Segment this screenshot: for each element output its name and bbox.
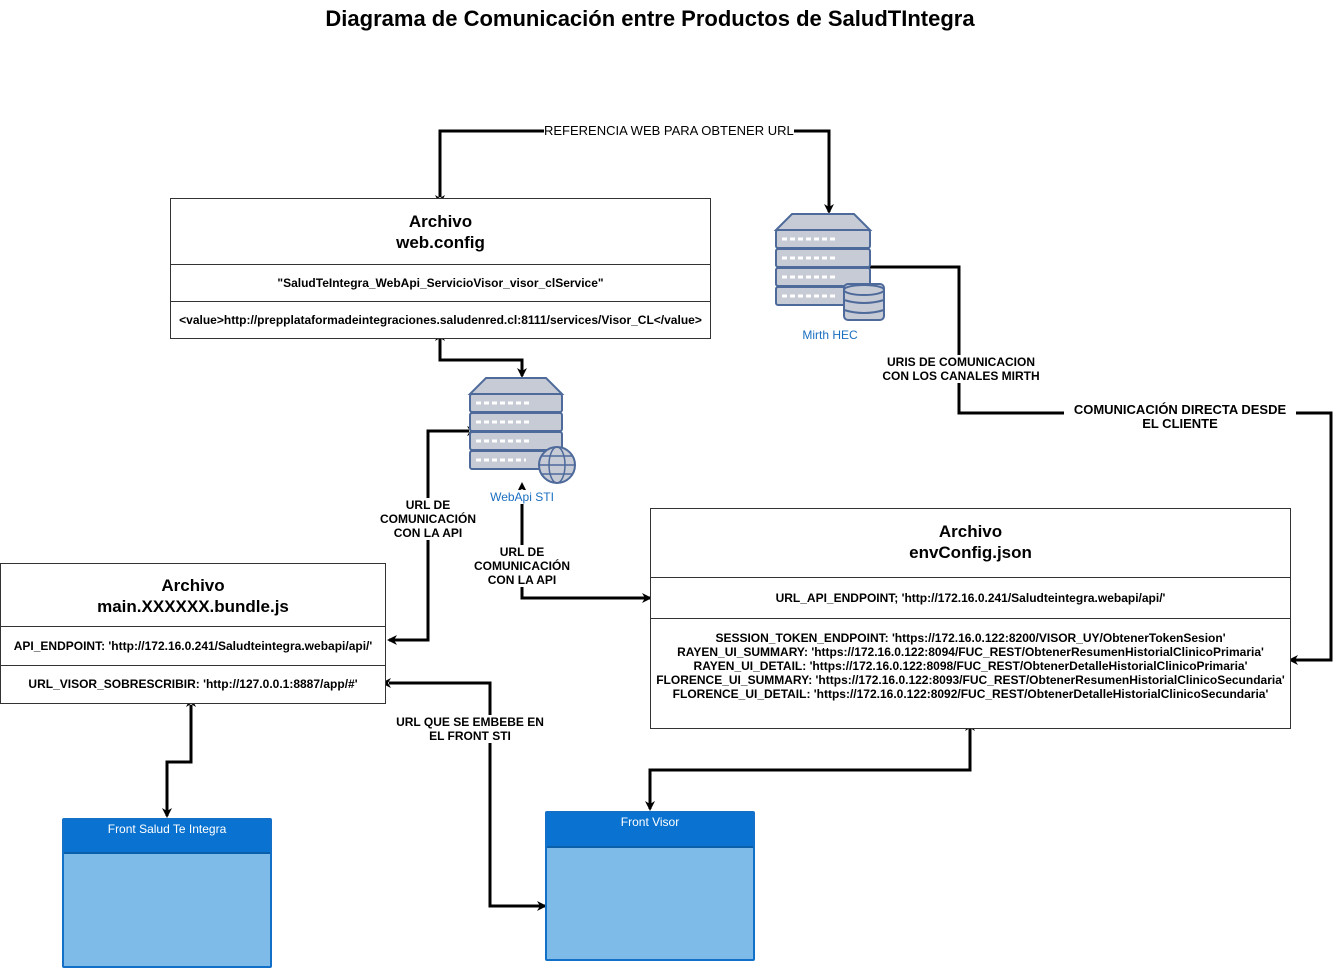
mainbundle-row-api-endpoint: API_ENDPOINT: 'http://172.16.0.241/Salud… — [1, 627, 385, 666]
envconfig-row-api-endpoint: URL_API_ENDPOINT; 'http://172.16.0.241/S… — [651, 578, 1290, 619]
edge-label-url-api-left-line2: COMUNICACIÓN — [380, 512, 476, 526]
edge-label-url-api-right-line3: CON LA API — [487, 573, 557, 587]
envconfig-line-rayen-detail: RAYEN_UI_DETAIL: 'https://172.16.0.122:8… — [693, 659, 1248, 673]
mainbundle-box: Archivo main.XXXXXX.bundle.js API_ENDPOI… — [0, 563, 386, 704]
edge-label-uris: URIS DE COMUNICACION CON LOS CANALES MIR… — [880, 355, 1042, 383]
mainbundle-header-line2: main.XXXXXX.bundle.js — [97, 597, 289, 616]
envconfig-header: Archivo envConfig.json — [651, 509, 1290, 578]
webconfig-row-service: "SaludTeIntegra_WebApi_ServicioVisor_vis… — [171, 265, 710, 302]
webconfig-header-line1: Archivo — [408, 212, 473, 231]
envconfig-line-florence-summary: FLORENCE_UI_SUMMARY: 'https://172.16.0.1… — [656, 673, 1285, 687]
webconfig-header-line2: web.config — [396, 233, 485, 252]
envconfig-line-session-token: SESSION_TOKEN_ENDPOINT: 'https://172.16.… — [715, 631, 1226, 645]
edge-label-embebe-line1: URL QUE SE EMBEBE EN — [396, 715, 544, 729]
mirth-server-label: Mirth HEC — [802, 328, 858, 342]
page-title: Diagrama de Comunicación entre Productos… — [325, 6, 975, 31]
edge-label-url-api-left-line3: CON LA API — [393, 526, 463, 540]
envconfig-header-line2: envConfig.json — [909, 543, 1032, 562]
edge-label-embebe-line2: EL FRONT STI — [429, 729, 511, 743]
webapi-server-label: WebApi STI — [480, 490, 564, 504]
webconfig-row-value: <value>http://prepplataformadeintegracio… — [179, 313, 702, 327]
edge-label-url-api-right: URL DE COMUNICACIÓN CON LA API — [472, 545, 572, 587]
front-salud-te-integra-titlebar: Front Salud Te Integra — [64, 820, 270, 854]
envconfig-line-florence-detail: FLORENCE_UI_DETAIL: 'https://172.16.0.12… — [672, 687, 1269, 701]
envconfig-row-endpoints: SESSION_TOKEN_ENDPOINT: 'https://172.16.… — [651, 619, 1290, 701]
edge-label-url-api-left-line1: URL DE — [405, 498, 451, 512]
front-salud-te-integra-window[interactable]: Front Salud Te Integra — [62, 818, 272, 968]
edge-label-uris-line2: CON LOS CANALES MIRTH — [882, 369, 1040, 383]
edge-visor-frontvisor — [381, 678, 547, 911]
front-visor-titlebar: Front Visor — [547, 813, 753, 848]
edge-label-uris-line1: URIS DE COMUNICACION — [886, 355, 1035, 369]
edge-label-url-api-left: URL DE COMUNICACIÓN CON LA API — [378, 498, 478, 540]
webconfig-header: Archivo web.config — [171, 199, 710, 265]
mainbundle-header: Archivo main.XXXXXX.bundle.js — [1, 564, 385, 627]
mainbundle-header-line1: Archivo — [161, 576, 225, 595]
edge-webapi-envconfig — [517, 482, 652, 603]
mirth-server-icon — [773, 213, 885, 321]
edge-envconfig-frontvisor — [645, 721, 975, 811]
front-visor-window[interactable]: Front Visor — [545, 811, 755, 961]
edge-label-directa: COMUNICACIÓN DIRECTA DESDE EL CLIENTE — [1064, 403, 1296, 431]
envconfig-line-rayen-summary: RAYEN_UI_SUMMARY: 'https://172.16.0.122:… — [677, 645, 1264, 659]
edge-label-referencia: REFERENCIA WEB PARA OBTENER URL — [544, 123, 794, 138]
edge-label-embebe: URL QUE SE EMBEBE EN EL FRONT STI — [394, 715, 546, 743]
mainbundle-row-url-visor: URL_VISOR_SOBRESCRIBIR: 'http://127.0.0.… — [28, 677, 358, 691]
edge-label-url-api-right-line2: COMUNICACIÓN — [474, 559, 570, 573]
edge-label-url-api-right-line1: URL DE — [499, 545, 545, 559]
webconfig-box: Archivo web.config "SaludTeIntegra_WebAp… — [170, 198, 711, 339]
edge-webconfig-webapi — [435, 331, 527, 378]
webapi-server-icon — [467, 377, 576, 484]
edge-mainbundle-frontsti — [162, 697, 196, 818]
envconfig-box: Archivo envConfig.json URL_API_ENDPOINT;… — [650, 508, 1291, 729]
edge-label-directa-line2: EL CLIENTE — [1142, 416, 1218, 431]
envconfig-header-line1: Archivo — [938, 522, 1003, 541]
edge-label-directa-line1: COMUNICACIÓN DIRECTA DESDE — [1073, 402, 1287, 417]
